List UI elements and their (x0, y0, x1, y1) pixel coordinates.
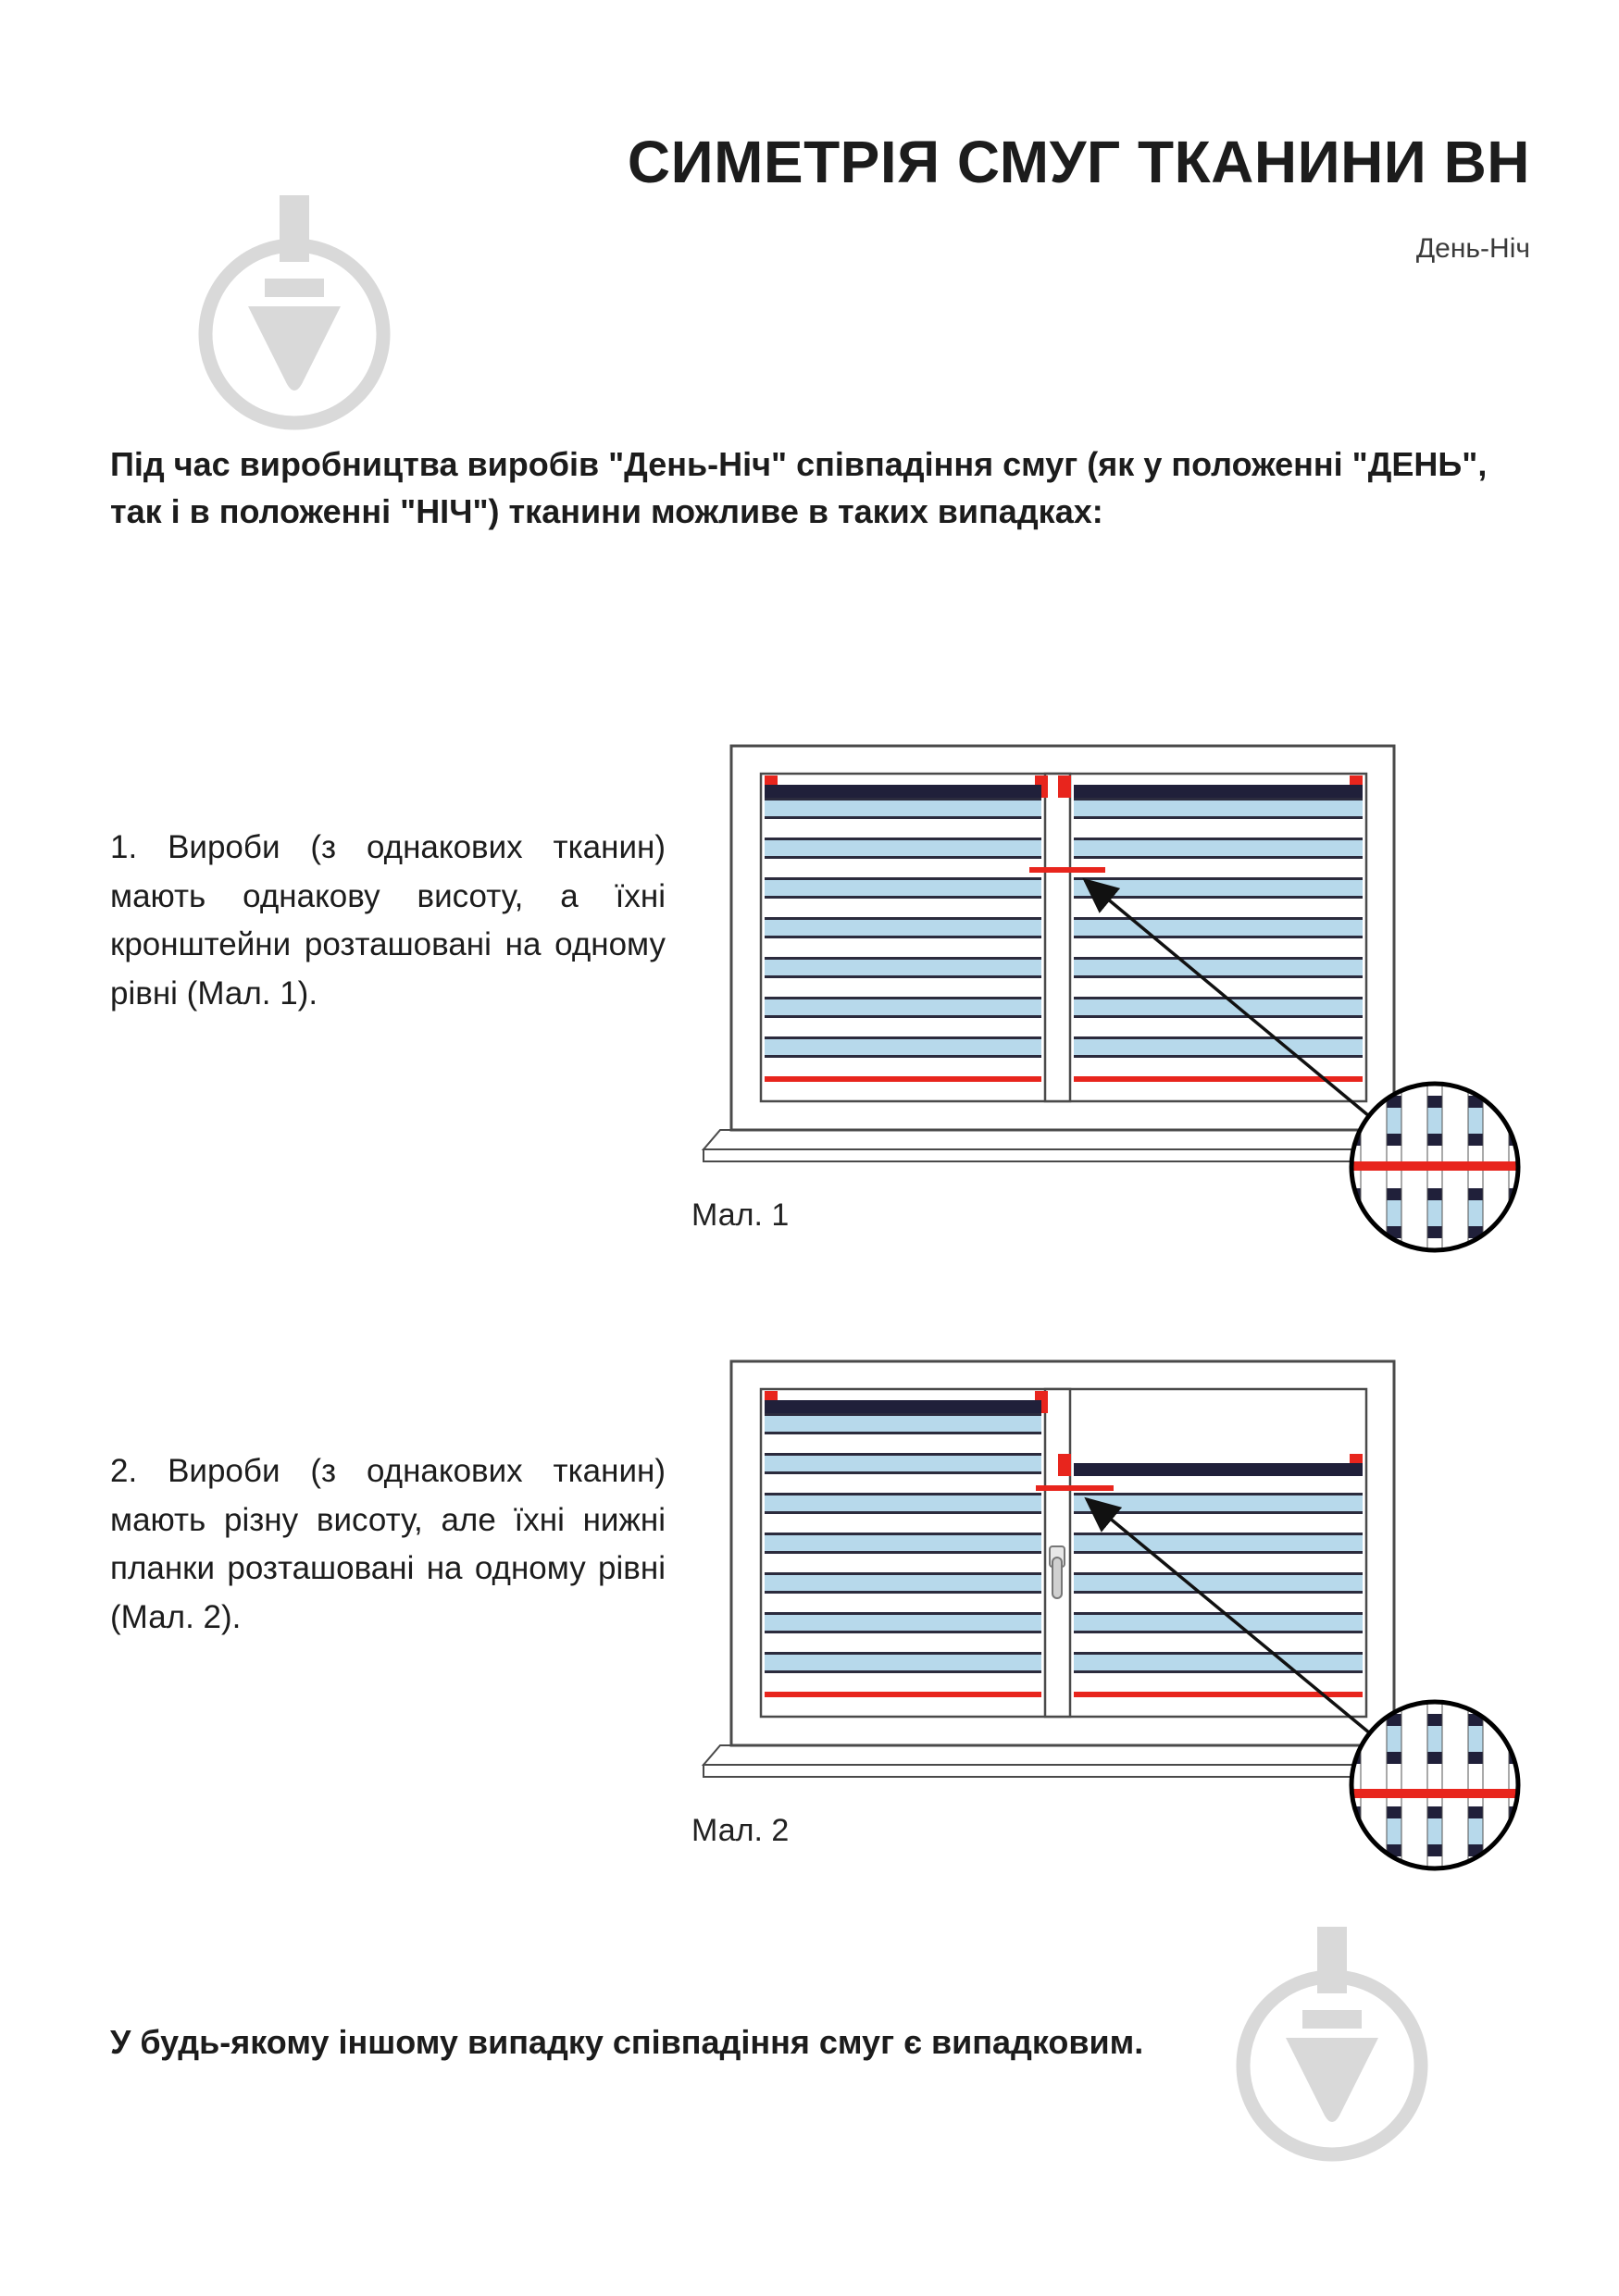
section-2-text: 2. Вироби (з однакових тканин) мають різ… (110, 1453, 666, 1635)
window-handle (1049, 1545, 1065, 1599)
figure-2-illustration (701, 1359, 1521, 1871)
alignment-marker (1029, 867, 1105, 873)
page-title: СИМЕТРІЯ СМУГ ТКАНИНИ ВН (627, 129, 1530, 195)
left-blind (765, 776, 1048, 1082)
brand-watermark-icon (198, 195, 391, 430)
pointer-arrow (1082, 877, 1371, 1118)
alignment-marker (1036, 1485, 1114, 1491)
window-sill (701, 1744, 1425, 1778)
figure-1-caption: Мал. 1 (691, 1198, 790, 1233)
section-1-text: 1. Вироби (з однакових тканин) мають одн… (110, 829, 666, 1011)
footer-note: У будь-якому іншому випадку співпадіння … (110, 2023, 1144, 2061)
figure-1-illustration (701, 744, 1521, 1253)
magnifier-detail (1349, 1699, 1521, 1871)
window-sill (701, 1129, 1425, 1162)
magnifier-detail (1349, 1081, 1521, 1253)
right-blind (1058, 776, 1363, 1082)
page-subtitle: День-Ніч (1415, 233, 1530, 264)
left-blind (765, 1391, 1048, 1697)
pointer-arrow (1084, 1496, 1372, 1735)
intro-paragraph: Під час виробництва виробів "День-Ніч" с… (110, 445, 1488, 531)
brand-watermark-icon (1236, 1927, 1428, 2162)
figure-2-caption: Мал. 2 (691, 1813, 790, 1848)
